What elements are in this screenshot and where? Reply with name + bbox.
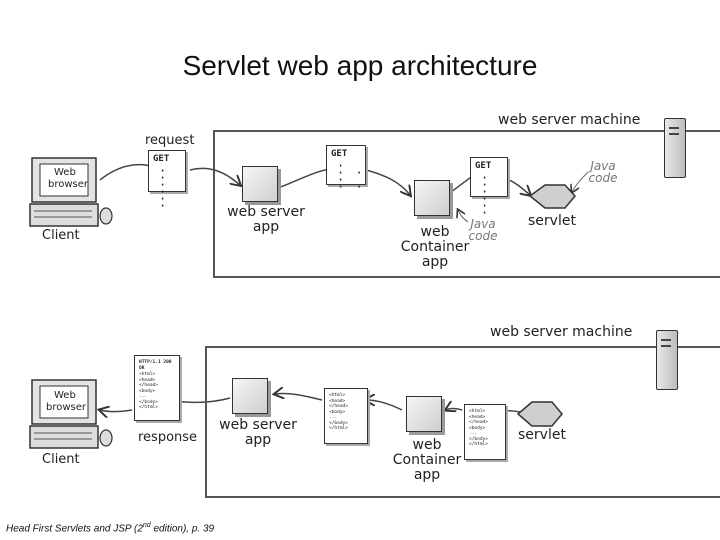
top-servlet-hexagon xyxy=(528,184,576,209)
top-web-server-app-line1: web server xyxy=(227,204,305,220)
footer-superscript: nd xyxy=(142,522,151,529)
top-web-server-app-line2: app xyxy=(252,219,280,235)
top-web-server-app-box xyxy=(242,166,278,202)
bottom-web-server-app-line2: app xyxy=(244,432,272,448)
java-code-1-line1: Java xyxy=(590,159,616,173)
bottom-web-server-app-box xyxy=(232,378,268,414)
bottom-browser-label-line2: browser xyxy=(46,402,87,413)
top-client-computer-icon xyxy=(29,157,113,227)
top-server-machine-panel xyxy=(213,130,720,278)
bottom-response-doc: HTTP/1.1 200 OK <html> <head> </head> <b… xyxy=(134,355,180,421)
top-get-request-doc-2: GET · · ·· · · xyxy=(326,145,366,193)
bottom-web-server-app-line1: web server xyxy=(219,417,297,433)
top-client-label: Client xyxy=(42,228,80,243)
bottom-container-line3: app xyxy=(413,467,441,483)
page-title: Servlet web app architecture xyxy=(182,50,538,81)
top-web-server-app-label: web server app xyxy=(226,205,306,235)
response-doc-header: HTTP/1.1 200 OK xyxy=(139,360,172,371)
citation-footer: Head First Servlets and JSP (2nd edition… xyxy=(6,522,214,534)
bottom-container-line2: Container xyxy=(392,452,462,468)
top-java-code-label-1: Java code xyxy=(586,160,620,184)
java-code-2-line2: code xyxy=(468,229,498,243)
get-label-1: GET xyxy=(153,154,170,164)
footer-prefix: Head First Servlets and JSP (2 xyxy=(6,523,143,535)
get-dots-2: · · ·· · · xyxy=(337,159,365,194)
top-server-tower-icon xyxy=(664,118,686,178)
bottom-web-container-box xyxy=(406,396,442,432)
bottom-server-machine-label: web server machine xyxy=(490,324,633,340)
bottom-html-doc-2: <html> <head> </head> <body> ... </body>… xyxy=(464,404,506,460)
bottom-servlet-label: servlet xyxy=(518,427,566,443)
bottom-web-container-label: web Container app xyxy=(392,438,462,483)
bottom-web-server-app-label: web server app xyxy=(218,418,298,448)
get-dots-1: · · ·· · · xyxy=(159,164,178,213)
top-web-container-box xyxy=(414,180,450,216)
html-doc-2-body: <html> <head> </head> <body> ... </body>… xyxy=(469,409,488,447)
get-label-2: GET xyxy=(331,149,348,159)
top-java-code-label-2: Java code xyxy=(466,218,500,242)
bottom-servlet-hexagon xyxy=(516,401,563,427)
request-label: request xyxy=(145,133,195,148)
top-browser-label-line2: browser xyxy=(48,179,89,190)
bottom-container-line1: web xyxy=(412,437,442,453)
response-label: response xyxy=(138,430,198,445)
top-browser-label-line1: Web xyxy=(54,167,76,178)
footer-suffix: edition), p. 39 xyxy=(150,523,215,535)
bottom-browser-label-line1: Web xyxy=(54,390,76,401)
java-code-1-line2: code xyxy=(588,171,618,185)
get-label-3: GET xyxy=(475,161,492,171)
response-doc-body: <html> <head> </head> <body> ... </body>… xyxy=(139,372,158,410)
bottom-server-machine-panel xyxy=(205,346,720,498)
top-container-line3: app xyxy=(421,254,449,270)
java-code-2-line1: Java xyxy=(470,217,496,231)
bottom-client-computer-icon xyxy=(29,379,113,449)
get-dots-3: · · ·· · · xyxy=(481,171,500,220)
bottom-html-doc-1: <html> <head> </head> <body> ... </body>… xyxy=(324,388,368,444)
top-get-request-doc-3: GET · · ·· · · xyxy=(470,157,508,219)
top-server-machine-label: web server machine xyxy=(498,112,641,128)
bottom-client-label: Client xyxy=(42,452,80,467)
top-servlet-label: servlet xyxy=(528,213,576,229)
top-web-container-label: web Container app xyxy=(400,225,470,270)
top-container-line1: web xyxy=(420,224,450,240)
top-container-line2: Container xyxy=(400,239,470,255)
top-get-request-doc: GET · · ·· · · xyxy=(148,150,186,212)
html-doc-1-body: <html> <head> </head> <body> ... </body>… xyxy=(329,393,348,431)
bottom-server-tower-icon xyxy=(656,330,678,390)
